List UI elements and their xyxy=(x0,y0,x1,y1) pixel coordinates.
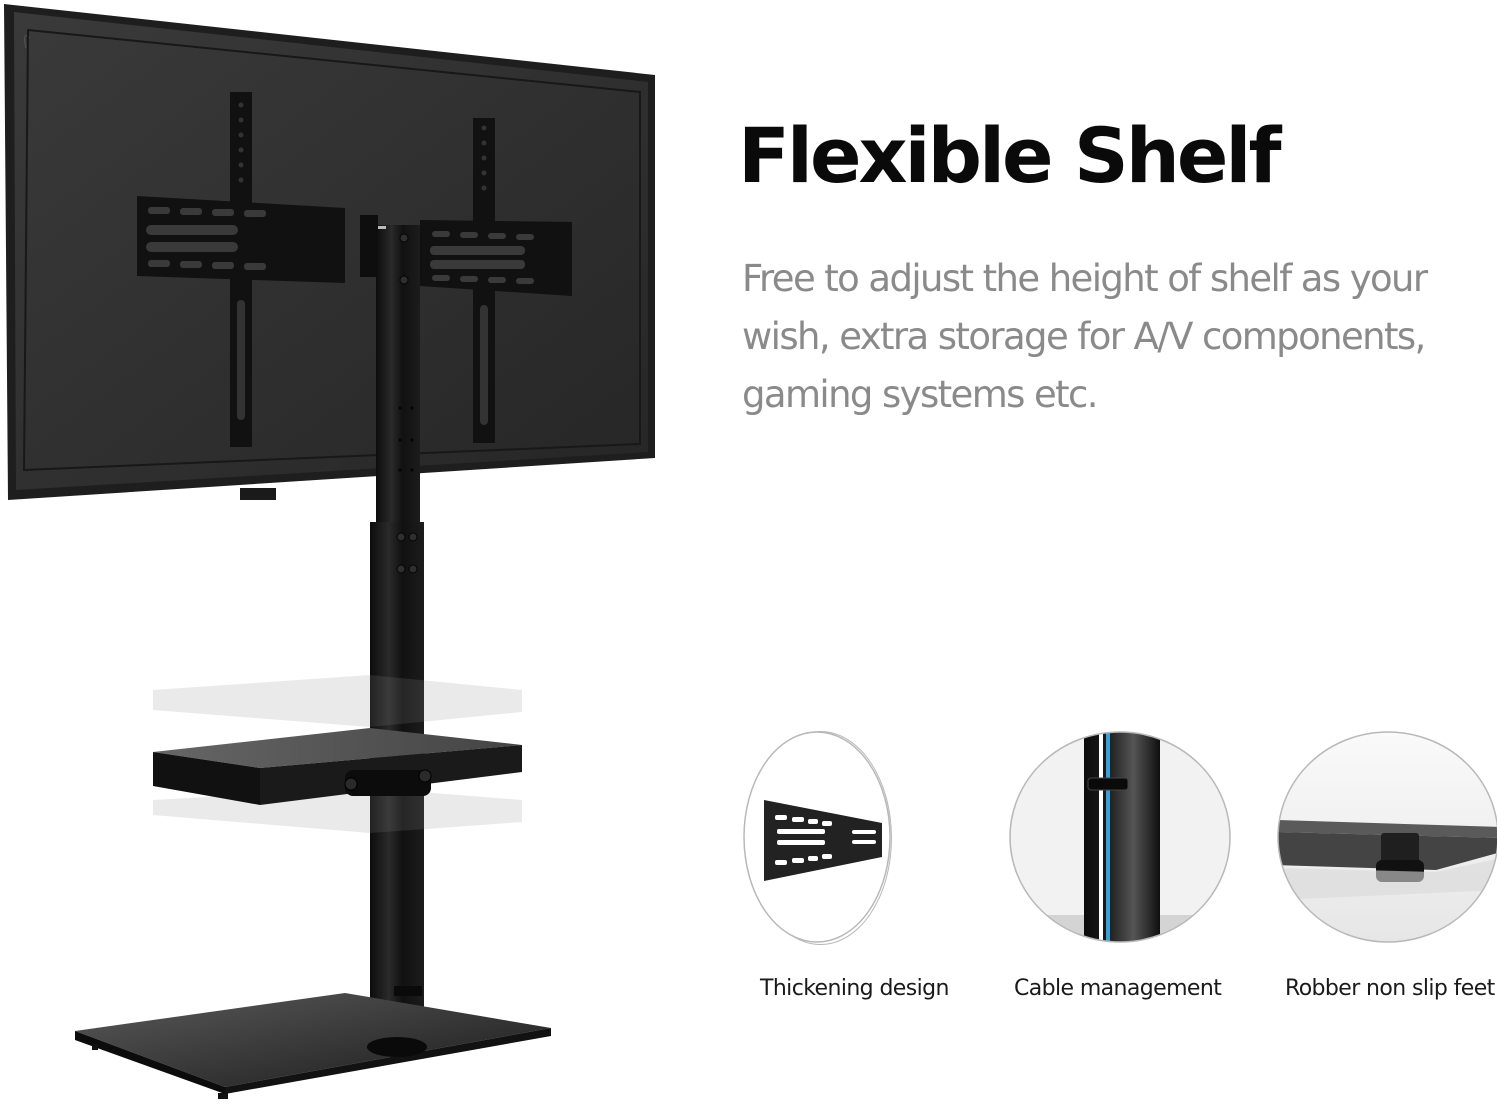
glass-base xyxy=(75,993,551,1099)
tv-stand-product-image xyxy=(4,4,655,1099)
vesa-bracket-closeup-icon xyxy=(743,731,891,943)
headline: Flexible Shelf xyxy=(738,111,1282,200)
feature-label-cable-management: Cable management xyxy=(1014,976,1222,1001)
pole-cable-clip-closeup-icon xyxy=(1009,731,1231,943)
glass-base-foot-closeup-icon xyxy=(1277,731,1497,943)
adjustable-glass-shelf xyxy=(153,728,522,805)
shelf-ghost-upper xyxy=(153,675,522,727)
description: Free to adjust the height of shelf as yo… xyxy=(742,257,1428,416)
mounting-rail xyxy=(137,196,572,296)
upper-pole xyxy=(376,225,420,525)
feature-label-thickening-design: Thickening design xyxy=(760,976,949,1001)
feature-label-rubber-non-slip-feet: Robber non slip feet xyxy=(1285,976,1495,1001)
